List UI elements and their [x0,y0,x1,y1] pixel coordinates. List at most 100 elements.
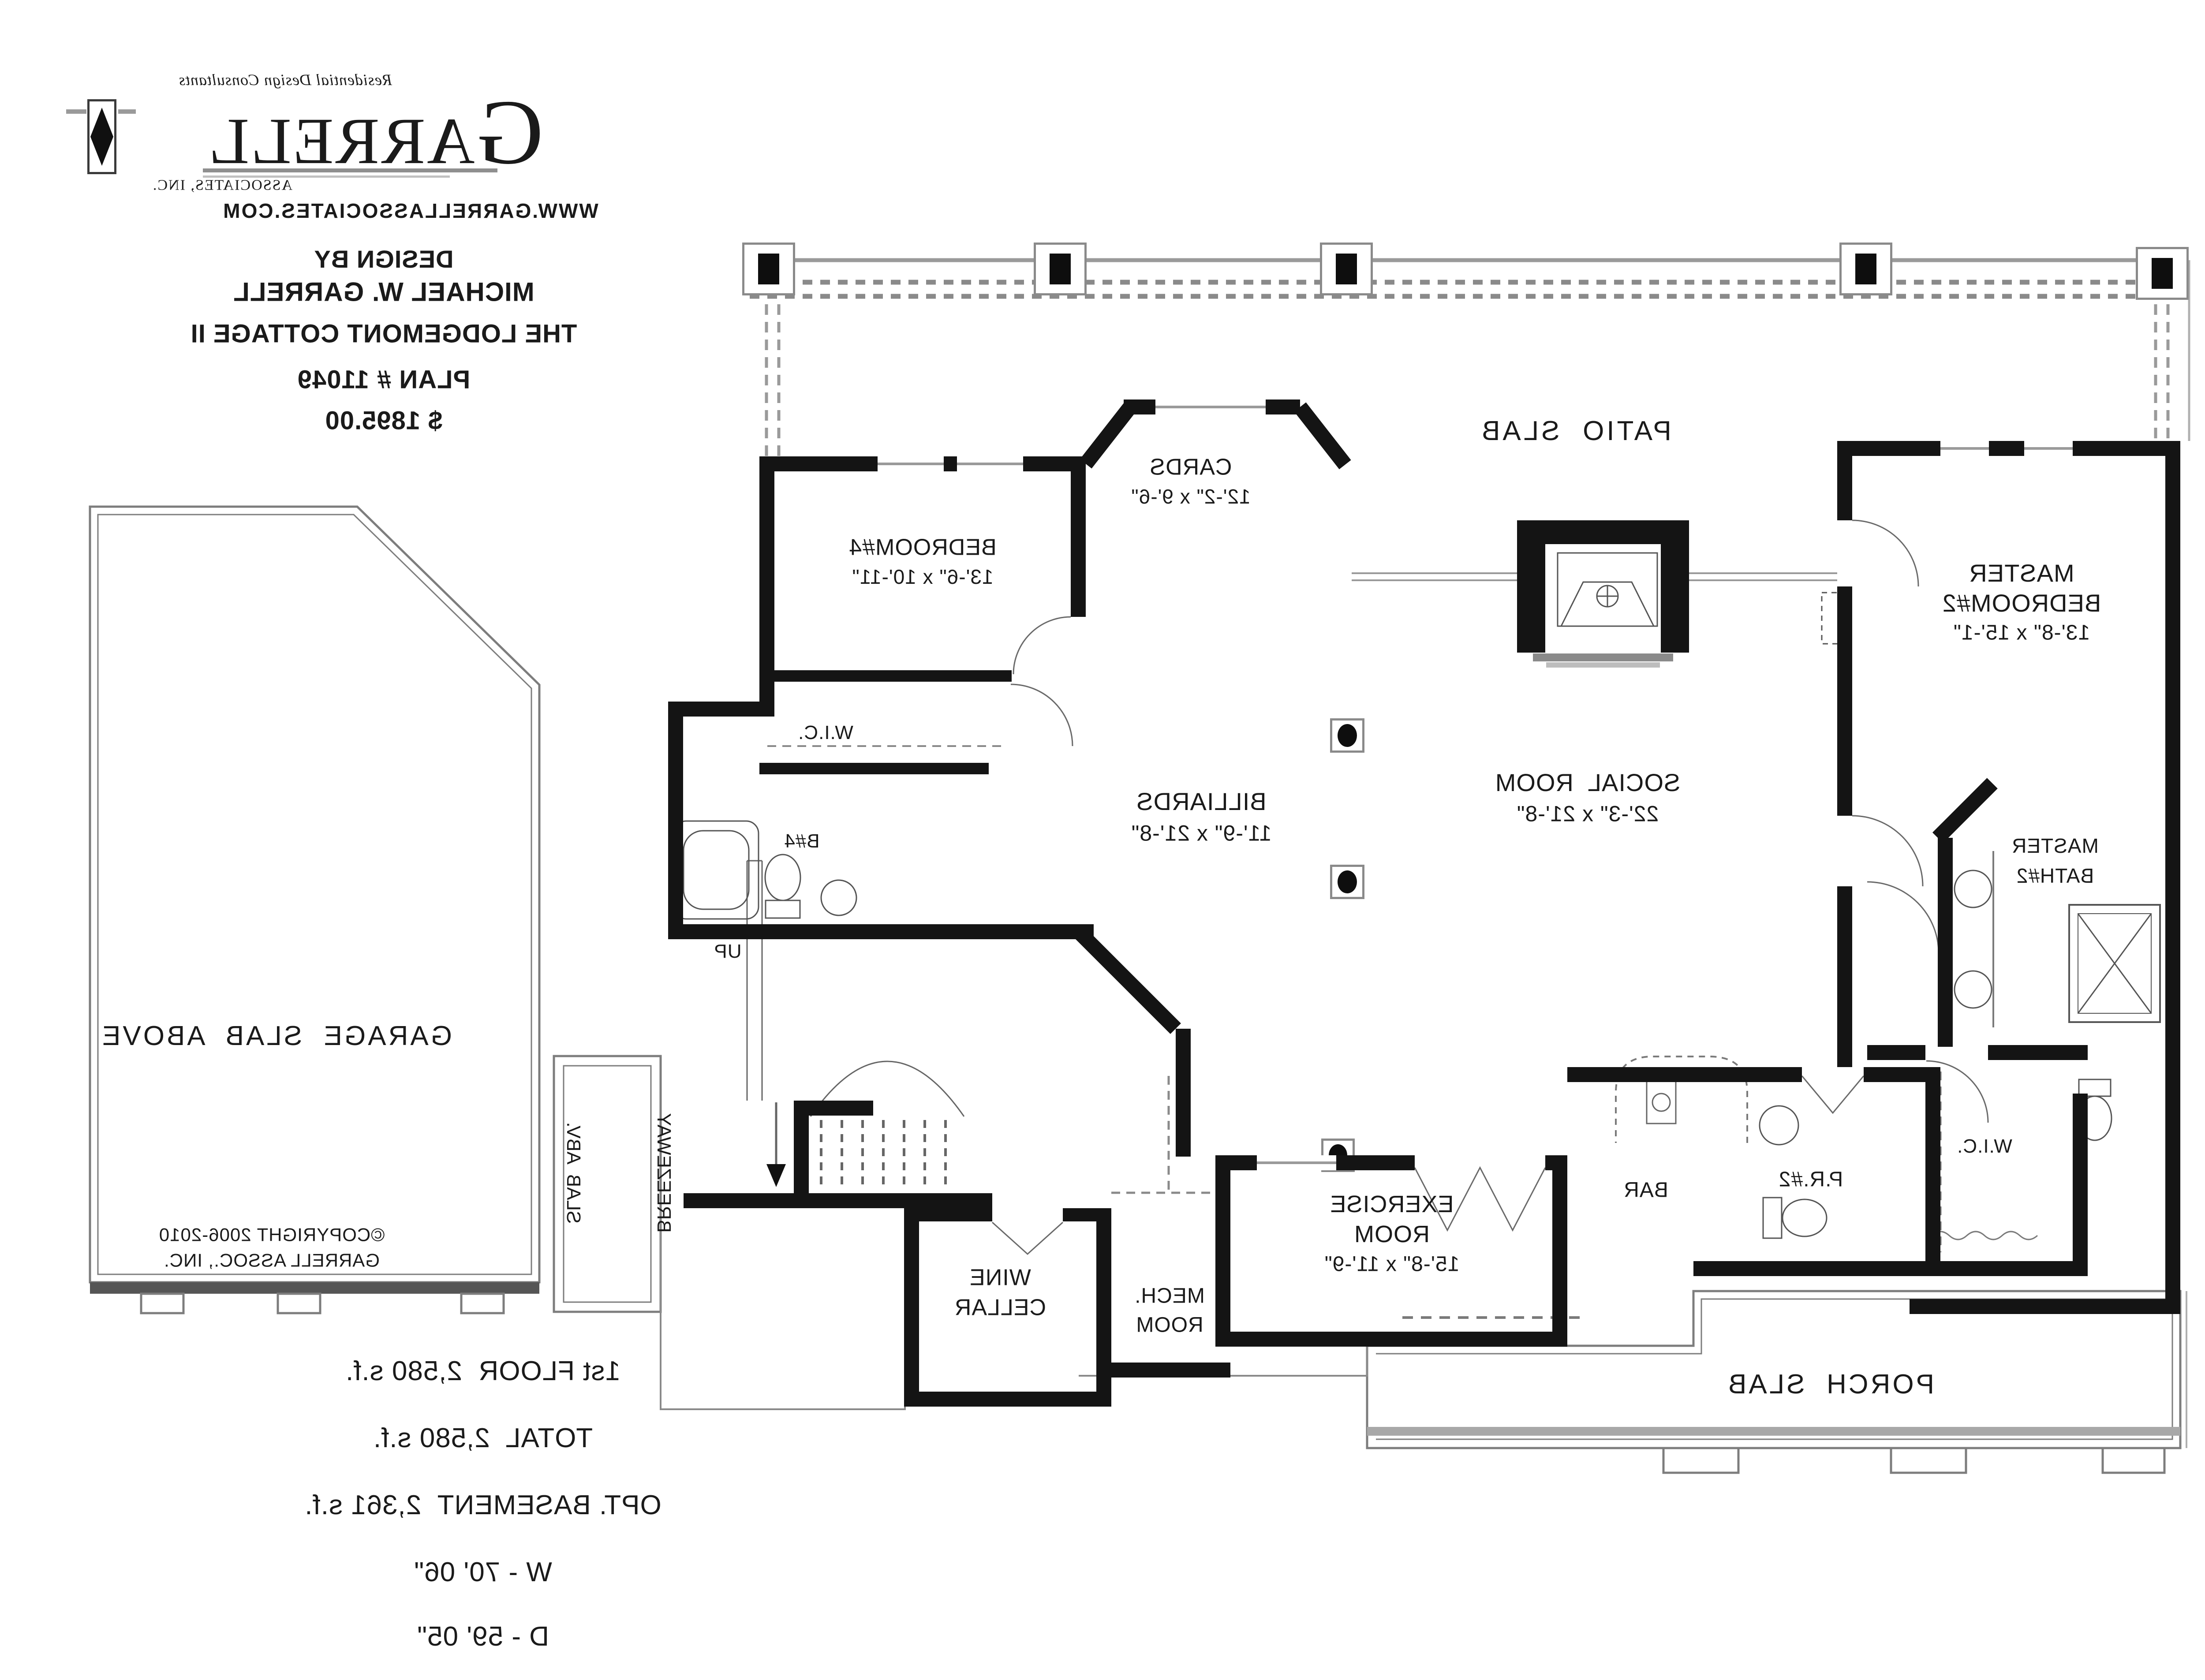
room-label-patio: PATIO SLAB [1479,416,1671,447]
bath4-fixtures [673,745,1005,920]
window [2024,441,2073,456]
room-label-bath4: B#4 [784,830,820,852]
copyright-line1: ©COPYRIGHT 2006-2010 [158,1224,385,1245]
hall-right-wall [1176,1029,1191,1157]
breezeway-line2: SLAB ABV. [562,1122,584,1224]
room-label-porch: PORCH SLAB [1726,1369,1934,1400]
column-core-icon [1338,724,1357,747]
exercise-left-wall [1215,1155,1230,1347]
room-label-wic-hall: W.I.C. [798,722,853,744]
deck-post [1839,243,1892,295]
post-core-icon [1336,254,1357,284]
toilet-room-wall [2073,1094,2088,1276]
door-arcs [991,519,1989,1255]
room-label-master-bath2: BATH#2 [2016,864,2094,887]
window [1257,1155,1336,1170]
post-core-icon [1855,254,1876,284]
row-bottom-wall [1693,1261,2074,1276]
plan-title: THE LODGEMONT COTTAGE II [190,319,577,348]
social-bottom-wall [1864,1067,1925,1082]
patio-deck-lines [750,258,2190,456]
window [1155,399,1266,414]
window [1940,441,1989,456]
staircase [746,860,965,1191]
window-glass-line [2024,447,2073,450]
diamond-shape-icon [90,108,113,166]
breezeway-slab-outline [553,1055,662,1313]
room-label-social: SOCIAL ROOM [1495,768,1681,796]
brand-initial: G [475,81,544,183]
hall-bottom-wall [684,1193,992,1208]
room-label-master-bath: MASTER [2011,834,2099,857]
master-left-wall [1837,441,1852,520]
room-label-mech2: ROOM [1136,1313,1203,1337]
house-right-wall [2165,441,2180,1314]
room-label-mech: MECH. [1134,1284,1205,1308]
brand-wordmark: GARRELL [207,0,617,269]
exercise-bottom-wall [1230,1332,1567,1347]
fireplace-structure [1517,520,1689,544]
room-label-wic-master: W.I.C. [1957,1135,2012,1157]
room-dims-billiards: 11'-9" x 21'-8" [1131,821,1272,846]
social-bottom-wall [1567,1067,1802,1082]
wic-master-left-wall [1925,1067,1940,1276]
room-dims-cards: 12'-2" x 9'-6" [1131,485,1251,508]
window-glass-line [1940,447,1989,450]
room-label-master-bedroom: MASTER [1969,559,2074,587]
deck-post [742,243,795,295]
room-label-billiards: BILLIARDS [1136,787,1267,815]
room-dims-exercise: 15'-8" x 11'-9" [1324,1252,1460,1276]
window-glass-line [878,463,944,465]
wine-cellar-bottom-wall [904,1392,1111,1407]
master-left-wall [1837,886,1852,1067]
garage-slab-outline [89,505,541,1314]
stair-wall-horizontal [794,1101,873,1116]
stat-depth: D - 59' 05" [417,1621,549,1652]
room-label-bar: BAR [1623,1178,1668,1202]
room-label-master-bedroom2: BEDROOM#2 [1942,589,2101,617]
brand-website: WWW.GARRELLASSOCIATES.COM [222,199,598,222]
column-core-icon [1338,870,1357,893]
window [957,456,1023,471]
room-label-wine: WINE [969,1265,1031,1291]
room-label-breezeway: BREEZEWAY SLAB ABV. [498,1113,739,1232]
bath4-bottom-wall [668,924,1094,939]
master-bath-bottom-wall [1988,1045,2088,1060]
wic-divider-wall [759,670,1012,682]
stat-first-floor: 1st FLOOR 2,580 s.f. [345,1356,621,1387]
stat-width: W - 70' 06" [414,1557,552,1588]
deck-post [1034,243,1087,295]
stair-wall-vertical [794,1101,809,1208]
room-label-garage: GARAGE SLAB ABOVE [100,1021,452,1052]
bedroom4-right-wall [1071,471,1086,617]
room-label-bedroom4: BEDROOM#4 [848,534,997,560]
window-glass-line [1257,1161,1336,1164]
bath4-top-connector-wall [668,702,774,717]
brand-rest: ARRELL [207,104,475,178]
fireplace-structure [1517,520,1545,653]
wine-cellar-top-wall [904,1208,992,1221]
porch-slab-outline [1366,1290,2187,1474]
window [878,456,944,471]
deck-post [2136,247,2189,300]
master-bath-bottom-wall [1867,1045,1925,1060]
master-bath-fixtures [1821,592,2161,1252]
stairs-up-label: UP [714,941,742,963]
bath4-divider-wall [759,763,989,774]
logo-accent-lines [66,109,497,178]
room-label-exercise: EXERCISE [1330,1191,1454,1218]
stat-total: TOTAL 2,580 s.f. [373,1423,593,1454]
post-core-icon [1050,254,1071,284]
interior-column [1330,865,1364,899]
master-top-wall [1837,441,2180,456]
room-dims-bedroom4: 13'-6" x 10'-11" [852,565,994,588]
wine-cellar-left-wall [904,1208,919,1407]
plan-price: $ 1895.00 [325,406,443,435]
brand-subtitle: ASSOCIATES, INC. [152,177,293,194]
plan-number: PLAN # 11049 [297,365,471,394]
wine-cellar-right-wall [1096,1208,1111,1407]
copyright-line2: GARRELL ASSOC., INC. [164,1250,380,1271]
window-glass-line [957,463,1023,465]
mech-bottom-wall [1111,1363,1230,1378]
interior-column [1330,718,1364,753]
